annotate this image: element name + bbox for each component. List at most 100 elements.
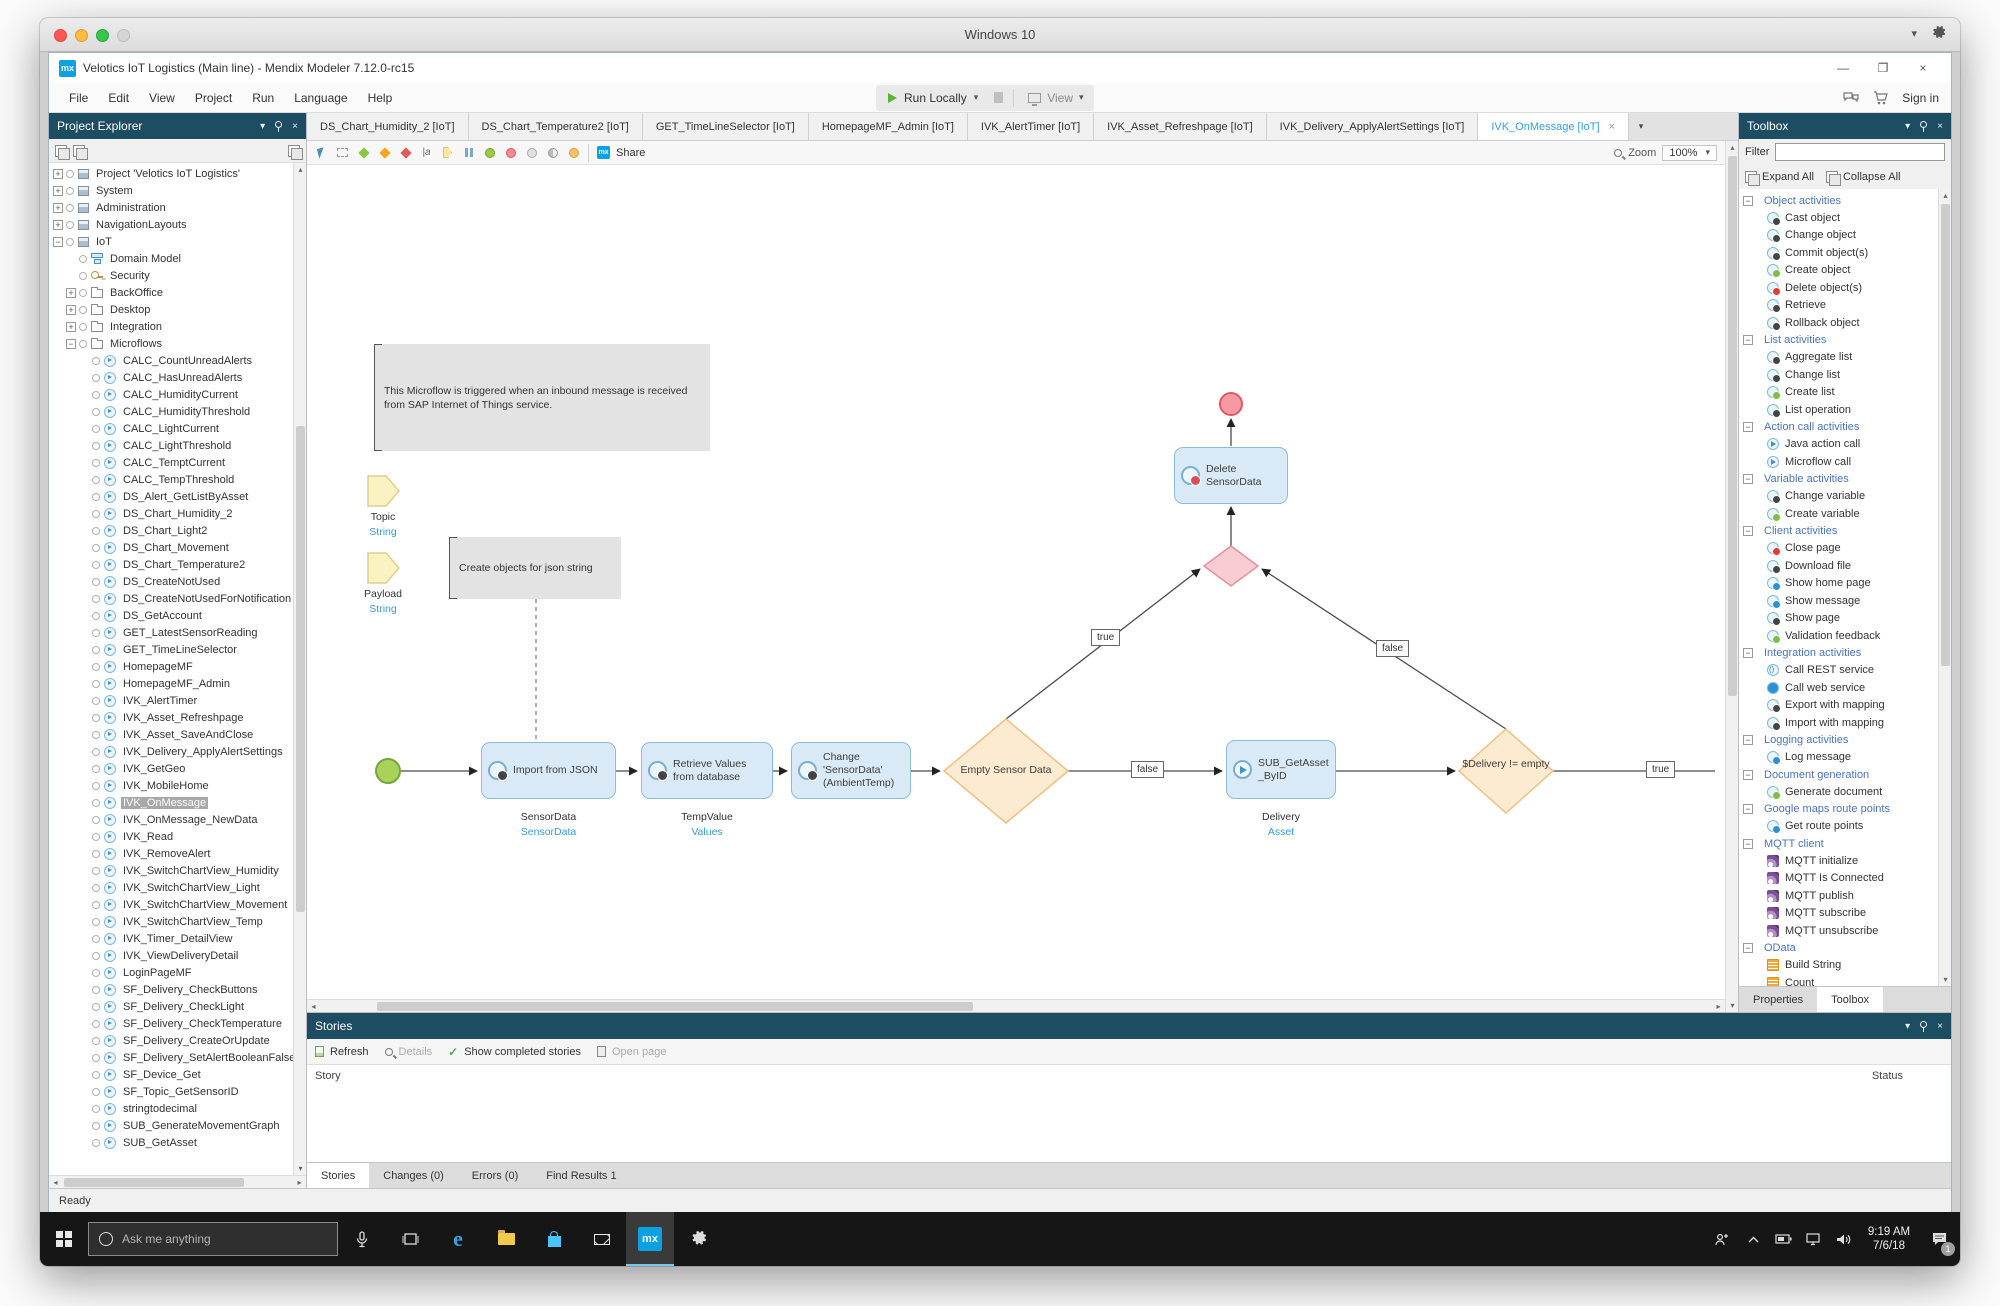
toolbox-item[interactable]: Generate document — [1739, 783, 1938, 801]
tree-horizontal-scrollbar[interactable]: ◂ ▸ — [49, 1175, 306, 1188]
tree-vertical-scrollbar[interactable]: ▴ ▾ — [293, 163, 306, 1175]
edge-label-true[interactable]: true — [1646, 761, 1676, 778]
feedback-icon[interactable] — [1843, 91, 1859, 105]
expand-all-icon[interactable] — [55, 144, 70, 160]
scroll-left-icon[interactable]: ◂ — [53, 1178, 58, 1187]
document-tab[interactable]: IVK_AlertTimer [IoT] — [967, 113, 1095, 140]
show-completed-button[interactable]: ✓ Show completed stories — [448, 1044, 581, 1059]
scroll-down-icon[interactable]: ▾ — [1730, 1001, 1735, 1010]
tray-chevron-icon[interactable] — [1738, 1212, 1768, 1266]
mac-zoom-button[interactable] — [96, 29, 109, 42]
expand-icon[interactable]: + — [66, 321, 76, 332]
expand-all-button[interactable]: Expand All — [1745, 171, 1814, 186]
expand-icon[interactable]: + — [66, 287, 76, 298]
tree-item[interactable]: +Integration — [49, 318, 293, 335]
document-tab[interactable]: HomepageMF_Admin [IoT] — [808, 113, 968, 140]
menu-project[interactable]: Project — [194, 90, 233, 105]
activity-import-json[interactable]: Import from JSON — [481, 742, 616, 799]
filter-input[interactable] — [1775, 143, 1945, 161]
tree-item[interactable]: SF_Topic_GetSensorID — [49, 1083, 293, 1100]
zoom-level-select[interactable]: 100% ▾ — [1662, 144, 1717, 161]
tree-item[interactable]: Domain Model — [49, 250, 293, 267]
tree-item[interactable]: DS_Chart_Humidity_2 — [49, 505, 293, 522]
toolbox-section-header[interactable]: −Variable activities — [1739, 471, 1938, 488]
tree-item[interactable]: Security — [49, 267, 293, 284]
tab-find-results-1[interactable]: Find Results 1 — [546, 1169, 617, 1182]
view-app-button[interactable]: View ▾ — [1024, 91, 1087, 106]
decision-tool-icon[interactable] — [357, 146, 370, 159]
continue-event-icon[interactable] — [546, 146, 559, 159]
merge-tool-icon[interactable] — [378, 146, 391, 159]
collapse-icon[interactable]: − — [1743, 335, 1753, 345]
activity-delete[interactable]: Delete SensorData — [1174, 447, 1288, 504]
end-event[interactable] — [1219, 392, 1243, 416]
activity-change-object[interactable]: Change 'SensorData' (AmbientTemp) — [791, 742, 911, 799]
expand-icon[interactable]: + — [53, 202, 63, 213]
tree-item[interactable]: DS_Alert_GetListByAsset — [49, 488, 293, 505]
toolbox-item[interactable]: Show home page — [1739, 575, 1938, 593]
collapse-icon[interactable]: − — [1743, 195, 1753, 206]
minimize-icon[interactable]: — — [1837, 61, 1849, 75]
tree-item[interactable]: DS_GetAccount — [49, 607, 293, 624]
toolbox-item[interactable]: MQTT subscribe — [1739, 905, 1938, 923]
settings-icon[interactable] — [674, 1212, 722, 1266]
scroll-down-icon[interactable]: ▾ — [298, 1164, 303, 1173]
people-icon[interactable] — [1708, 1212, 1738, 1266]
scroll-right-icon[interactable]: ▸ — [297, 1178, 302, 1187]
tree-item[interactable]: DS_Chart_Light2 — [49, 522, 293, 539]
activity-microflow-call[interactable]: SUB_GetAsset_ByID — [1226, 740, 1336, 799]
toolbox-item[interactable]: Microflow call — [1739, 453, 1938, 471]
pin-icon[interactable] — [275, 120, 283, 132]
toolbox-item[interactable]: Log message — [1739, 749, 1938, 767]
tree-item[interactable]: SUB_GenerateMovementGraph — [49, 1117, 293, 1134]
collapse-icon[interactable]: − — [1743, 735, 1753, 745]
action-center-button[interactable]: 1 — [1920, 1212, 1960, 1266]
tree-item[interactable]: HomepageMF_Admin — [49, 675, 293, 692]
tree-item[interactable]: SF_Delivery_CreateOrUpdate — [49, 1032, 293, 1049]
toolbox-section-header[interactable]: −Object activities — [1739, 192, 1938, 209]
menu-view[interactable]: View — [149, 90, 175, 105]
collapse-icon[interactable]: − — [1743, 804, 1753, 814]
toolbox-item[interactable]: Build String — [1739, 957, 1938, 975]
toolbox-item[interactable]: Show message — [1739, 592, 1938, 610]
stories-content[interactable]: Story Status — [307, 1065, 1951, 1162]
collapse-icon[interactable]: − — [1743, 474, 1753, 484]
toolbox-section-header[interactable]: −Client activities — [1739, 523, 1938, 540]
scroll-up-icon[interactable]: ▴ — [1730, 143, 1735, 152]
close-icon[interactable]: × — [1937, 1020, 1943, 1032]
scrollbar-thumb[interactable] — [377, 1002, 973, 1011]
toolbox-item[interactable]: List operation — [1739, 401, 1938, 419]
menu-file[interactable]: File — [69, 90, 89, 105]
restore-icon[interactable]: ❐ — [1877, 61, 1889, 75]
tree-item[interactable]: IVK_OnMessage — [49, 794, 293, 811]
tree-item[interactable]: SF_Delivery_CheckButtons — [49, 981, 293, 998]
tab-list-dropdown[interactable]: ▾ — [1628, 113, 1653, 140]
scroll-up-icon[interactable]: ▴ — [298, 165, 303, 174]
tree-item[interactable]: SUB_GetAsset — [49, 1134, 293, 1151]
collapse-all-button[interactable]: Collapse All — [1825, 171, 1900, 186]
collapse-icon[interactable]: − — [1743, 422, 1753, 432]
share-button[interactable]: mx Share — [597, 146, 645, 159]
tree-item[interactable]: +Administration — [49, 199, 293, 216]
chevron-down-icon[interactable]: ▾ — [973, 92, 979, 102]
tree-item[interactable]: +BackOffice — [49, 284, 293, 301]
collapse-icon[interactable]: − — [66, 338, 76, 349]
collapse-icon[interactable]: − — [1743, 838, 1753, 849]
tree-item[interactable]: IVK_Read — [49, 828, 293, 845]
tree-item[interactable]: CALC_LightThreshold — [49, 437, 293, 454]
tree-item[interactable]: IVK_OnMessage_NewData — [49, 811, 293, 828]
tree-item[interactable]: DS_CreateNotUsedForNotification — [49, 590, 293, 607]
document-tab[interactable]: GET_TimeLineSelector [IoT] — [642, 113, 809, 140]
collapse-icon[interactable]: − — [1743, 648, 1753, 658]
decision-label[interactable]: $Delivery != empty — [1462, 758, 1550, 770]
tree-item[interactable]: HomepageMF — [49, 658, 293, 675]
store-icon[interactable] — [530, 1212, 578, 1266]
tree-item[interactable]: −Microflows — [49, 335, 293, 352]
activity-retrieve[interactable]: Retrieve Values from database — [641, 742, 773, 799]
toolbox-item[interactable]: Cast object — [1739, 209, 1938, 227]
mac-close-button[interactable] — [54, 29, 67, 42]
scroll-down-icon[interactable]: ▾ — [1943, 975, 1948, 984]
tree-item[interactable]: IVK_SwitchChartView_Humidity — [49, 862, 293, 879]
toolbox-section-header[interactable]: −Google maps route points — [1739, 801, 1938, 818]
task-view-button[interactable] — [386, 1212, 434, 1266]
